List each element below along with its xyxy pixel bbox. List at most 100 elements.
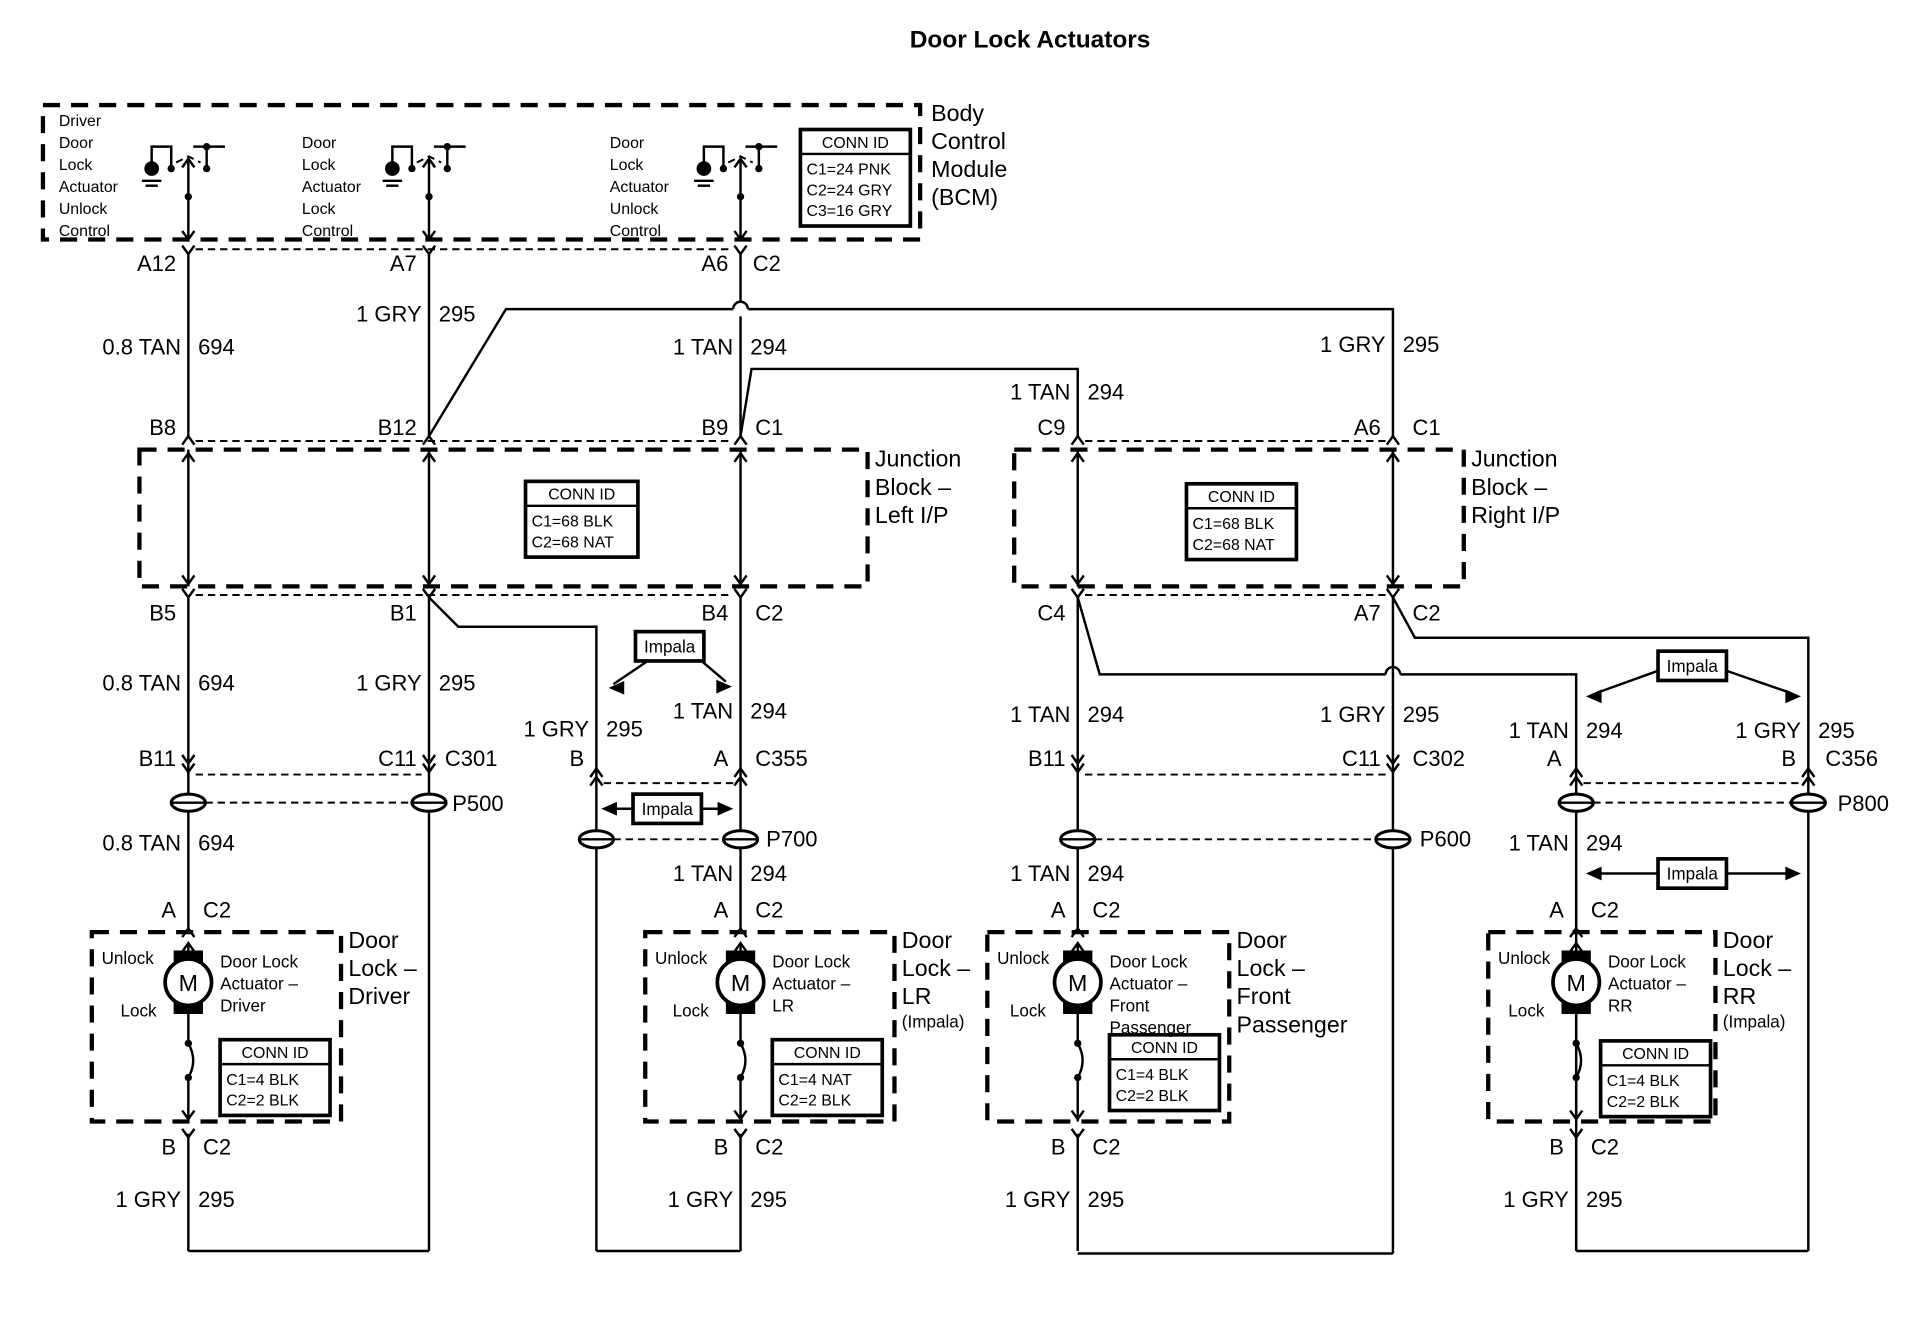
connector-arrow-up	[589, 774, 604, 787]
wire-circuit-number: 295	[1818, 718, 1855, 743]
actuator-description: LR	[772, 997, 794, 1016]
unlock-label: Unlock	[997, 949, 1050, 968]
conn-id-row: C1=24 PNK	[807, 162, 892, 179]
connector-arrow-up	[181, 941, 196, 953]
wire-path	[1076, 597, 1386, 676]
wire-circuit-number: 295	[606, 717, 643, 742]
splice-name: P500	[452, 791, 503, 816]
jb-pin: B8	[149, 415, 176, 440]
conn-id-header: CONN ID	[822, 135, 889, 152]
connector-arrow-up	[181, 156, 196, 169]
arrowhead-icon	[716, 679, 732, 694]
wire-node	[184, 193, 192, 201]
connector-arrow-up	[1385, 451, 1401, 463]
switch-node	[202, 164, 211, 173]
actuator-title: Door	[902, 927, 953, 953]
wire-gauge-color: 1 GRY	[668, 1187, 734, 1212]
impala-tag-label: Impala	[644, 637, 696, 656]
impala-pointer	[612, 659, 649, 686]
diagram-labels: Door Lock ActuatorsBodyControlModule(BCM…	[59, 27, 1889, 1212]
conn-id-header: CONN ID	[1208, 489, 1275, 506]
wire-circuit-number: 694	[198, 830, 235, 855]
connector-arrow-up	[733, 766, 748, 778]
motor-symbol: M	[1068, 970, 1087, 996]
switch-contact	[150, 145, 173, 169]
conn-id-row: C1=4 NAT	[778, 1072, 852, 1089]
wire-gauge-color: 1 GRY	[356, 670, 422, 695]
connector-arrow-up	[733, 774, 748, 787]
jb-left-conn-id-box	[523, 479, 640, 559]
actuator-title: Door	[1237, 927, 1288, 953]
actuator-box	[1486, 930, 1718, 1124]
inline-connector-name: C356	[1825, 746, 1878, 771]
actuator-title: Door	[348, 927, 399, 953]
connector-arrow-down	[1569, 1109, 1584, 1122]
actuator-title: Lock –	[902, 955, 970, 981]
conn-id-row: C2=68 NAT	[1193, 537, 1276, 554]
unlock-label: Unlock	[655, 949, 708, 968]
bcm-control-label: Actuator	[302, 179, 362, 196]
actuator-pin: B	[714, 1135, 729, 1160]
actuator-connector: C2	[1092, 1135, 1120, 1160]
inline-pin: C11	[1342, 746, 1381, 771]
bcm-connector: C2	[753, 251, 781, 276]
switch-arc	[416, 155, 442, 164]
actuator-title: Lock –	[1723, 955, 1791, 981]
wire-gauge-color: 1 GRY	[356, 301, 422, 326]
wire-gauge-color: 1 TAN	[1509, 830, 1569, 855]
conn-id-row: C1=68 BLK	[1193, 516, 1275, 533]
connector-arrow-down	[1070, 1109, 1085, 1122]
connector-fork	[733, 588, 748, 600]
connector-arrow-up	[1070, 451, 1085, 463]
inline-pin: B	[1781, 746, 1796, 771]
motor-icon	[1551, 957, 1602, 1008]
inline-connector-name: C355	[755, 746, 808, 771]
connector-arrow-down	[733, 574, 748, 587]
conn-id-row: C1=4 BLK	[1607, 1073, 1680, 1090]
connector-arrow-down	[1385, 754, 1401, 766]
conn-id-row: C1=68 BLK	[532, 514, 614, 531]
motor-symbol: M	[1567, 970, 1586, 996]
actuator-conn-id-box	[770, 1037, 885, 1118]
actuator-box	[985, 930, 1232, 1124]
bcm-control-label: Control	[59, 223, 110, 240]
actuator-pin: A	[714, 898, 729, 923]
wire-gauge-color: 0.8 TAN	[102, 334, 181, 359]
connector-arrow-down	[733, 230, 748, 242]
wire-circuit-number: 295	[1586, 1187, 1623, 1212]
motor-icon	[715, 957, 766, 1008]
connector-arrow-down	[181, 754, 196, 766]
connector-arrow-down	[1070, 574, 1085, 587]
wire-circuit-number: 295	[439, 670, 476, 695]
conn-id-header: CONN ID	[1131, 1040, 1198, 1057]
actuator-title: Lock –	[1237, 955, 1305, 981]
actuator-description: Passenger	[1109, 1019, 1191, 1038]
connector-arrow-down	[421, 754, 437, 766]
bcm-control-label: Door	[610, 135, 645, 152]
conn-id-row: C1=4 BLK	[226, 1072, 299, 1089]
connector-fork	[421, 588, 437, 600]
actuator-description: Front	[1109, 997, 1149, 1016]
junction-left-label: Junction	[875, 446, 961, 472]
jb-pin: A6	[1354, 415, 1381, 440]
wire-node	[736, 193, 745, 201]
wire-circuit-number: 295	[1088, 1187, 1125, 1212]
conn-id-row: C3=16 GRY	[807, 203, 893, 220]
actuator-description: Actuator –	[772, 975, 850, 994]
connector-arrow-down	[1385, 762, 1401, 775]
bcm-control-label: Lock	[302, 157, 336, 174]
arrowhead-icon	[1785, 866, 1801, 881]
connector-arrow-down	[733, 1109, 748, 1122]
connector-arrow-up	[733, 941, 748, 953]
motor-icon	[1052, 957, 1103, 1008]
switch-contact	[1076, 1042, 1084, 1079]
splice-name: P600	[1420, 827, 1471, 852]
inline-pin: A	[714, 746, 729, 771]
inline-connector-name: C302	[1412, 746, 1465, 771]
wire-circuit-number: 294	[1088, 861, 1125, 886]
wire-gauge-color: 1 TAN	[1010, 702, 1070, 727]
impala-tag	[1656, 857, 1729, 891]
jb-pin: C9	[1037, 415, 1065, 440]
actuator-description: Door Lock	[772, 953, 850, 972]
jb-right-conn-id-box	[1184, 481, 1299, 562]
